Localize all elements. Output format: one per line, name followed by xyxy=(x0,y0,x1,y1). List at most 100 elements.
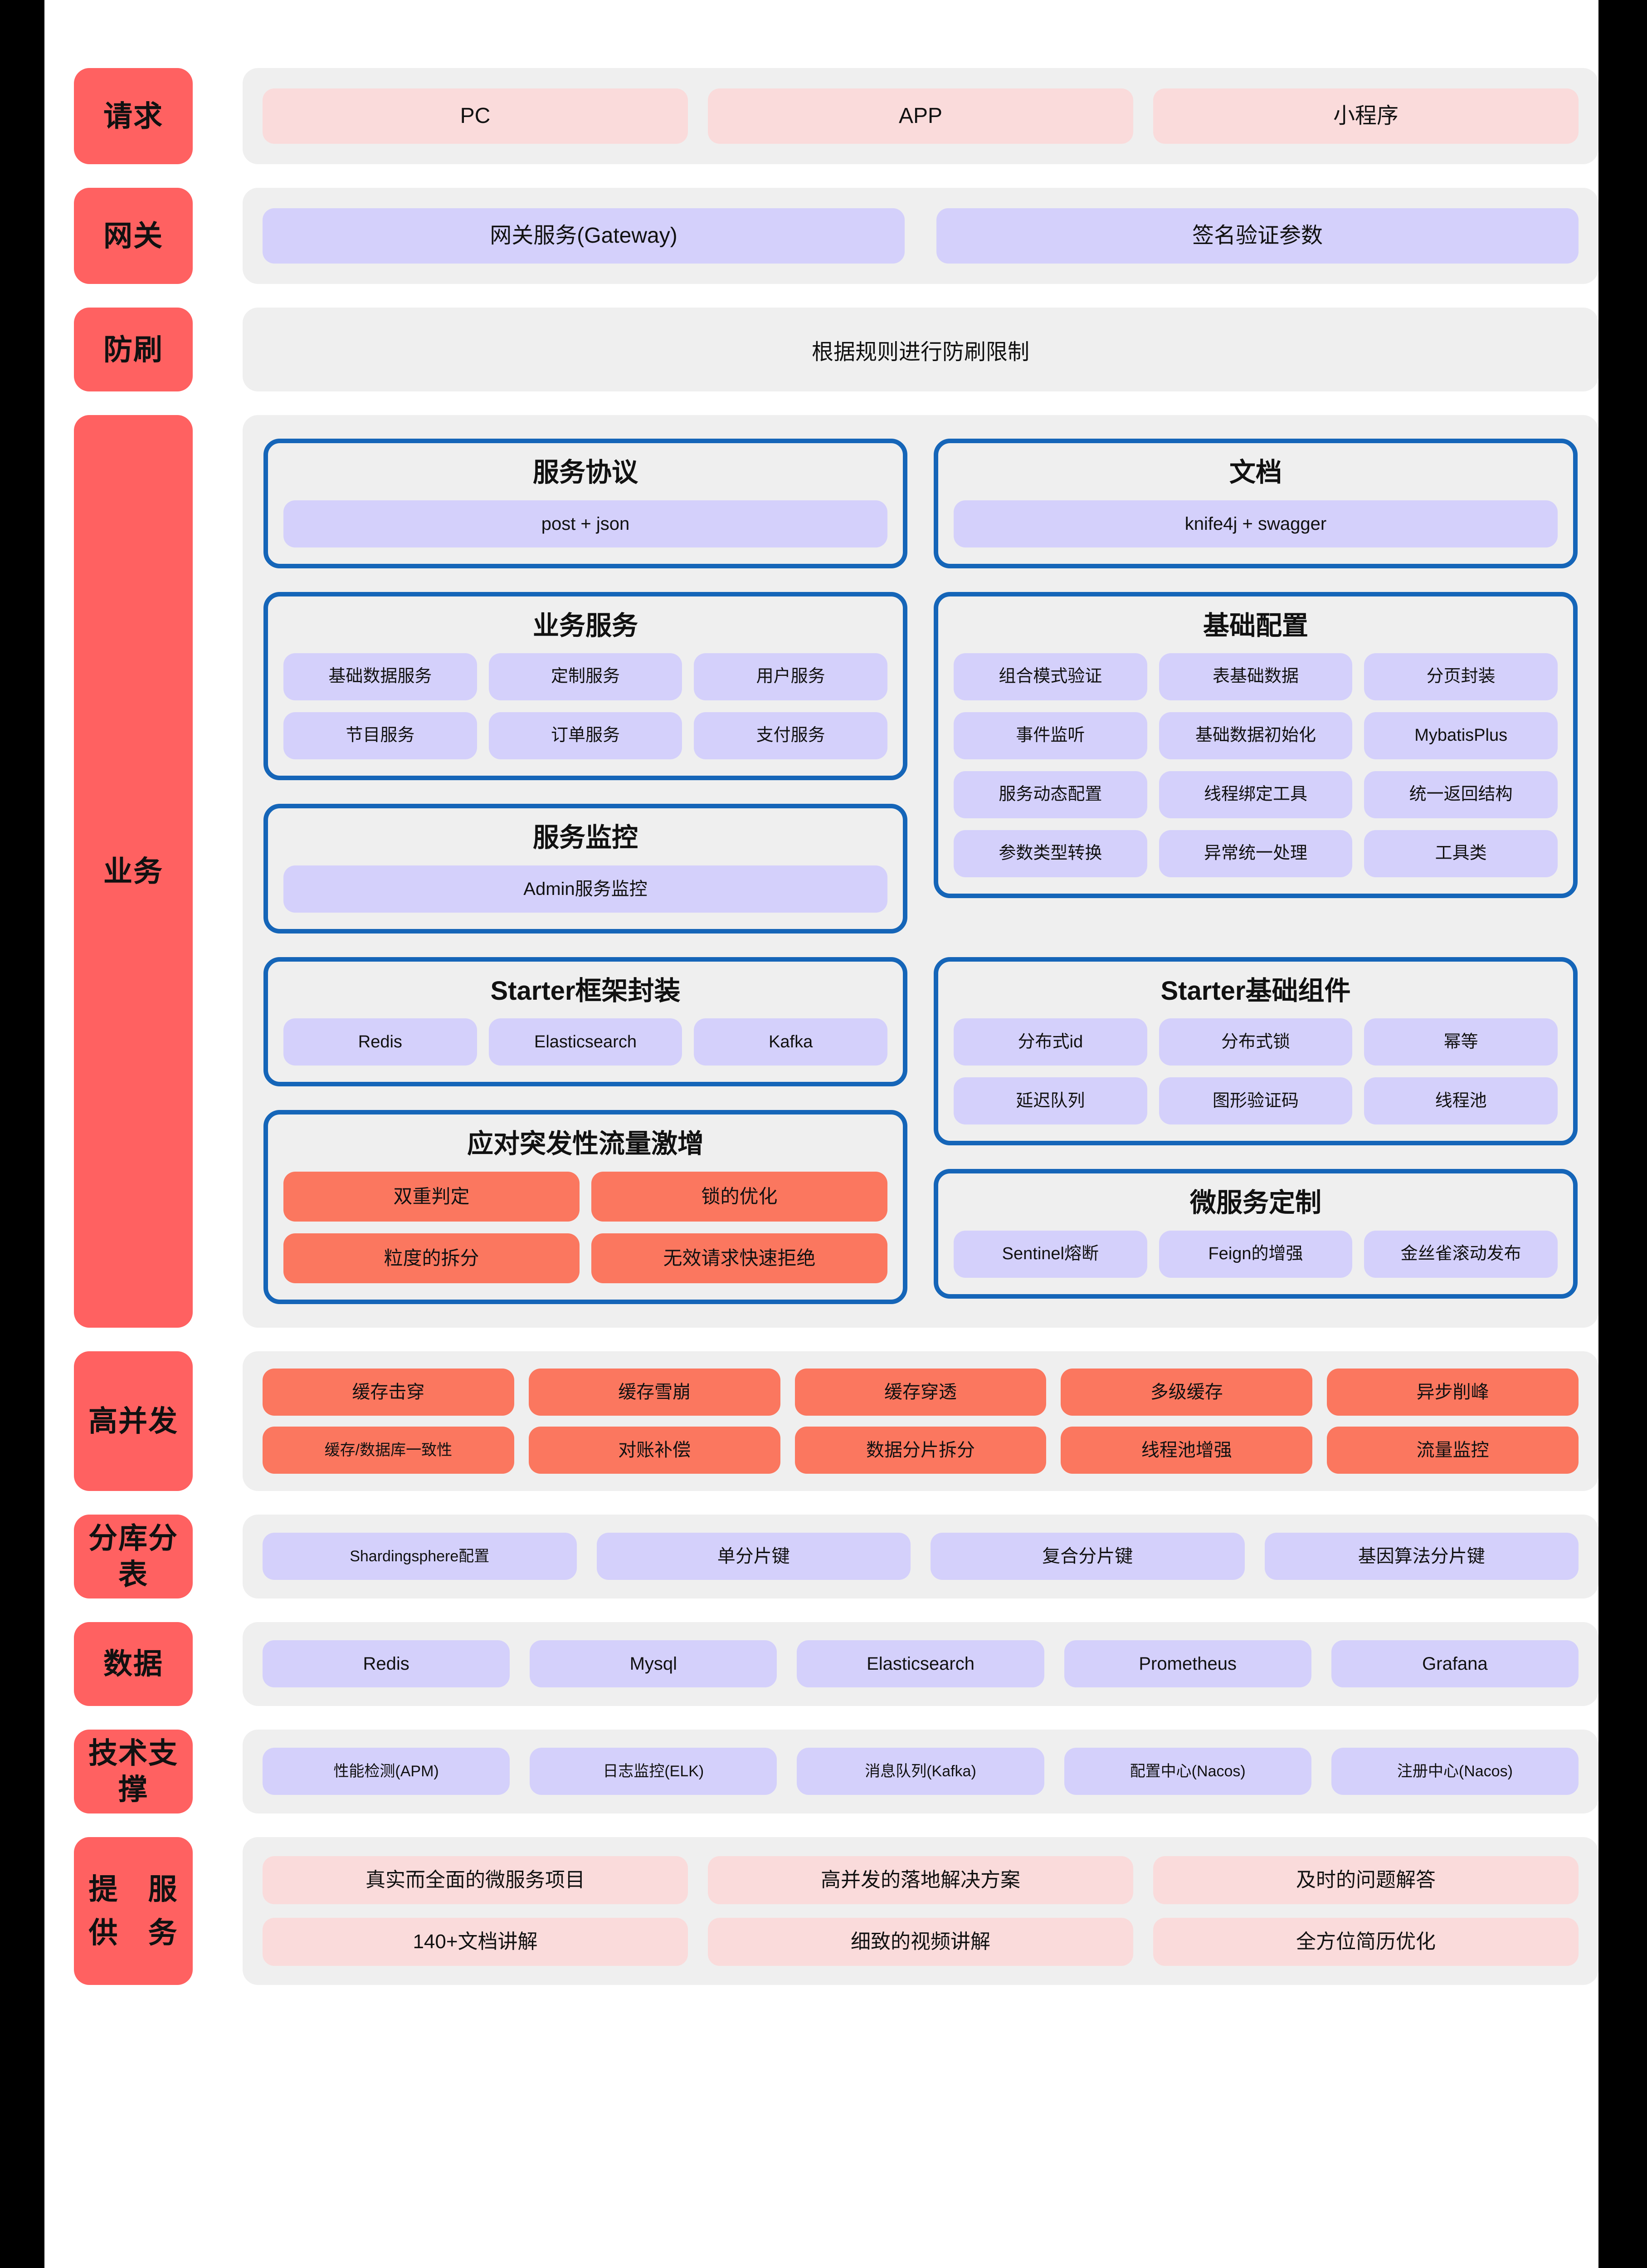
row-panel-business: 服务协议 post + json 文档 knife4j + swagger xyxy=(243,415,1598,1328)
tag-tech-3[interactable]: 配置中心(Nacos) xyxy=(1064,1748,1311,1795)
tag-data-2[interactable]: Elasticsearch xyxy=(797,1640,1044,1688)
tag-provide1-0[interactable]: 真实而全面的微服务项目 xyxy=(263,1856,688,1904)
row-label-request: 请求 xyxy=(74,68,193,164)
tag-sharding-3[interactable]: 基因算法分片键 xyxy=(1264,1533,1579,1580)
row-label-anti-brush: 防刷 xyxy=(74,308,193,391)
tag-baseconf-0[interactable]: 组合模式验证 xyxy=(954,653,1147,701)
tag-sharding-0[interactable]: Shardingsphere配置 xyxy=(263,1533,577,1580)
tag-provide2-1[interactable]: 细致的视频讲解 xyxy=(708,1917,1133,1966)
row-panel-data: Redis Mysql Elasticsearch Prometheus Gra… xyxy=(243,1622,1598,1706)
tag-baseconf-3[interactable]: 事件监听 xyxy=(954,712,1147,760)
card-base-config: 基础配置 组合模式验证 表基础数据 分页封装 事件监听 基础数据初始化 Myba… xyxy=(934,591,1578,899)
tag-startercomp-1[interactable]: 分布式锁 xyxy=(1159,1018,1353,1066)
tag-bizsvc-4[interactable]: 订单服务 xyxy=(488,712,682,760)
tag-baseconf-10[interactable]: 异常统一处理 xyxy=(1159,830,1353,878)
row-label-high-concurrency: 高并发 xyxy=(74,1351,193,1491)
tag-sharding-2[interactable]: 复合分片键 xyxy=(931,1533,1245,1580)
row-label-provide-service: 提供 服务 xyxy=(74,1837,193,1985)
tag-baseconf-4[interactable]: 基础数据初始化 xyxy=(1159,712,1353,760)
tag-gateway-0[interactable]: 网关服务(Gateway) xyxy=(263,208,905,264)
tag-provide1-2[interactable]: 及时的问题解答 xyxy=(1153,1856,1579,1904)
tag-bizsvc-2[interactable]: 用户服务 xyxy=(694,653,887,701)
tag-bizsvc-1[interactable]: 定制服务 xyxy=(488,653,682,701)
tag-hc1-2[interactable]: 缓存穿透 xyxy=(794,1368,1047,1416)
row-label-gateway: 网关 xyxy=(74,188,193,284)
tag-hc2-2[interactable]: 数据分片拆分 xyxy=(794,1426,1047,1474)
row-provide-service: 提供 服务 真实而全面的微服务项目 高并发的落地解决方案 及时的问题解答 140… xyxy=(44,1837,1598,1985)
card-tags-service-monitoring: Admin服务监控 xyxy=(283,865,887,913)
tag-hc2-4[interactable]: 流量监控 xyxy=(1327,1426,1579,1474)
tag-request-2[interactable]: 小程序 xyxy=(1153,88,1579,144)
tag-baseconf-9[interactable]: 参数类型转换 xyxy=(954,830,1147,878)
tag-hc2-1[interactable]: 对账补偿 xyxy=(528,1426,780,1474)
row-panel-high-concurrency: 缓存击穿 缓存雪崩 缓存穿透 多级缓存 异步削峰 缓存/数据库一致性 对账补偿 … xyxy=(243,1351,1598,1491)
card-microservice-custom: 微服务定制 Sentinel熔断 Feign的增强 金丝雀滚动发布 xyxy=(934,1169,1578,1299)
high-concurrency-line-1: 缓存击穿 缓存雪崩 缓存穿透 多级缓存 异步削峰 xyxy=(263,1368,1579,1416)
tag-hc2-3[interactable]: 线程池增强 xyxy=(1061,1426,1313,1474)
tag-bizsvc-0[interactable]: 基础数据服务 xyxy=(283,653,477,701)
row-panel-request: PC APP 小程序 xyxy=(243,68,1598,164)
business-col-right-1: 文档 knife4j + swagger xyxy=(934,439,1578,568)
card-business-services: 业务服务 基础数据服务 定制服务 用户服务 节目服务 订单服务 支付服务 xyxy=(263,591,907,781)
tag-request-1[interactable]: APP xyxy=(708,88,1133,144)
tag-baseconf-6[interactable]: 服务动态配置 xyxy=(954,771,1147,819)
tag-provide2-2[interactable]: 全方位简历优化 xyxy=(1153,1917,1579,1966)
tag-hc1-1[interactable]: 缓存雪崩 xyxy=(528,1368,780,1416)
tag-data-3[interactable]: Prometheus xyxy=(1064,1640,1311,1688)
provide-line-1: 真实而全面的微服务项目 高并发的落地解决方案 及时的问题解答 xyxy=(263,1856,1579,1904)
tag-starterfw-2[interactable]: Kafka xyxy=(694,1018,887,1066)
tag-provide1-1[interactable]: 高并发的落地解决方案 xyxy=(708,1856,1133,1904)
tag-tech-1[interactable]: 日志监控(ELK) xyxy=(530,1748,777,1795)
tag-tech-0[interactable]: 性能检测(APM) xyxy=(263,1748,510,1795)
tag-hc1-3[interactable]: 多级缓存 xyxy=(1061,1368,1313,1416)
tag-hc1-0[interactable]: 缓存击穿 xyxy=(263,1368,514,1416)
tag-msvc-2[interactable]: 金丝雀滚动发布 xyxy=(1364,1230,1558,1278)
tag-baseconf-11[interactable]: 工具类 xyxy=(1364,830,1558,878)
tag-baseconf-2[interactable]: 分页封装 xyxy=(1364,653,1558,701)
tag-tech-4[interactable]: 注册中心(Nacos) xyxy=(1331,1748,1579,1795)
tag-surge-0[interactable]: 双重判定 xyxy=(283,1171,580,1222)
tag-startercomp-0[interactable]: 分布式id xyxy=(954,1018,1147,1066)
tag-data-1[interactable]: Mysql xyxy=(530,1640,777,1688)
tag-msvc-1[interactable]: Feign的增强 xyxy=(1159,1230,1353,1278)
tag-surge-3[interactable]: 无效请求快速拒绝 xyxy=(591,1233,887,1283)
provide-line-2: 140+文档讲解 细致的视频讲解 全方位简历优化 xyxy=(263,1917,1579,1966)
card-title-service-monitoring: 服务监控 xyxy=(532,823,638,853)
row-panel-sharding: Shardingsphere配置 单分片键 复合分片键 基因算法分片键 xyxy=(243,1514,1598,1598)
tag-surge-1[interactable]: 锁的优化 xyxy=(591,1171,887,1222)
tag-tech-2[interactable]: 消息队列(Kafka) xyxy=(797,1748,1044,1795)
tag-startercomp-4[interactable]: 图形验证码 xyxy=(1159,1077,1353,1125)
tag-sharding-1[interactable]: 单分片键 xyxy=(596,1533,911,1580)
tag-starterfw-0[interactable]: Redis xyxy=(283,1018,477,1066)
tag-baseconf-8[interactable]: 统一返回结构 xyxy=(1364,771,1558,819)
card-tags-documentation: knife4j + swagger xyxy=(954,500,1558,547)
tag-msvc-0[interactable]: Sentinel熔断 xyxy=(954,1230,1147,1278)
tag-request-0[interactable]: PC xyxy=(263,88,688,144)
tag-data-0[interactable]: Redis xyxy=(263,1640,510,1688)
tag-surge-2[interactable]: 粒度的拆分 xyxy=(283,1233,580,1283)
tag-startercomp-3[interactable]: 延迟队列 xyxy=(954,1077,1147,1125)
tag-doc-0[interactable]: knife4j + swagger xyxy=(954,500,1558,547)
card-title-service-protocol: 服务协议 xyxy=(532,458,638,487)
tag-data-4[interactable]: Grafana xyxy=(1331,1640,1579,1688)
row-business: 业务 服务协议 post + json 文档 knife4 xyxy=(44,415,1598,1328)
tag-startercomp-5[interactable]: 线程池 xyxy=(1364,1077,1558,1125)
tag-monitor-0[interactable]: Admin服务监控 xyxy=(283,865,887,913)
tag-bizsvc-5[interactable]: 支付服务 xyxy=(694,712,887,760)
tag-baseconf-7[interactable]: 线程绑定工具 xyxy=(1159,771,1353,819)
tag-hc2-0[interactable]: 缓存/数据库一致性 xyxy=(263,1426,514,1474)
tag-bizsvc-3[interactable]: 节目服务 xyxy=(283,712,477,760)
tag-baseconf-1[interactable]: 表基础数据 xyxy=(1159,653,1353,701)
tag-baseconf-5[interactable]: MybatisPlus xyxy=(1364,712,1558,760)
tag-provide2-0[interactable]: 140+文档讲解 xyxy=(263,1917,688,1966)
business-grid-1: 服务协议 post + json 文档 knife4j + swagger xyxy=(263,439,1578,568)
tag-startercomp-2[interactable]: 幂等 xyxy=(1364,1018,1558,1066)
card-title-traffic-surge: 应对突发性流量激增 xyxy=(467,1129,704,1159)
card-starter-framework: Starter框架封装 Redis Elasticsearch Kafka xyxy=(263,957,907,1087)
tag-protocol-0[interactable]: post + json xyxy=(283,500,887,547)
tag-hc1-4[interactable]: 异步削峰 xyxy=(1327,1368,1579,1416)
tag-starterfw-1[interactable]: Elasticsearch xyxy=(488,1018,682,1066)
row-tech-support: 技术支撑 性能检测(APM) 日志监控(ELK) 消息队列(Kafka) 配置中… xyxy=(44,1729,1598,1813)
tag-gateway-1[interactable]: 签名验证参数 xyxy=(936,208,1579,264)
business-col-right-3: Starter基础组件 分布式id 分布式锁 幂等 延迟队列 图形验证码 线程池… xyxy=(934,957,1578,1304)
